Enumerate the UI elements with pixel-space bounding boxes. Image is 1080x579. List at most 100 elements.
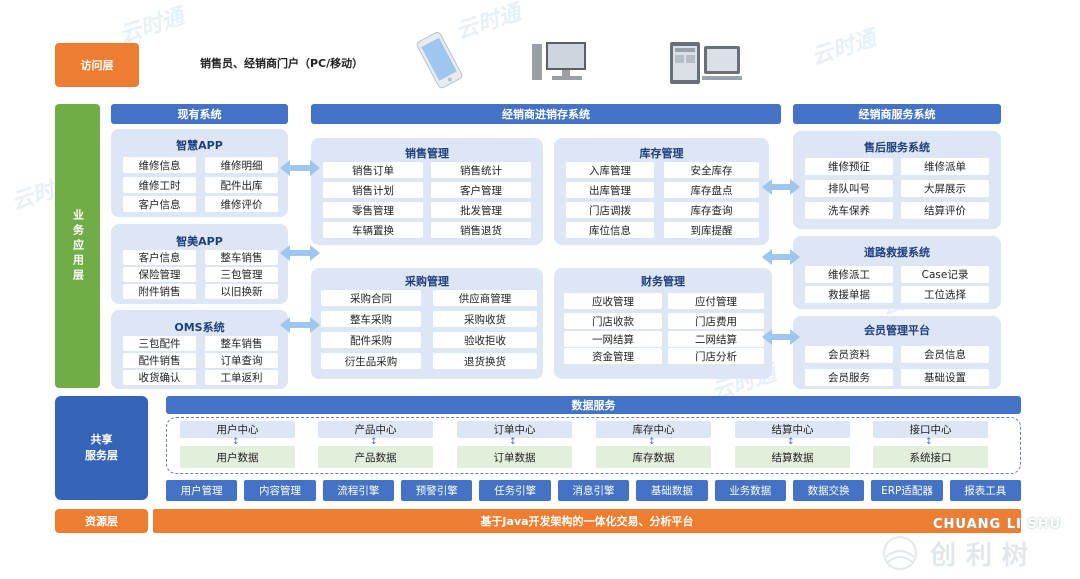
tool-cell: 任务引擎	[479, 480, 551, 501]
module-cell: 工位选择	[901, 286, 989, 303]
module-cell: 维修派单	[901, 158, 989, 175]
module-cell: 洗车保养	[805, 202, 893, 219]
module-cell: 会员信息	[901, 346, 989, 363]
center-top-cell: 订单中心	[457, 421, 572, 438]
module-cell: 维修信息	[123, 157, 196, 173]
module-cell: 门店调拨	[566, 202, 654, 218]
tablet-icon	[668, 38, 744, 88]
module-cell: 零售管理	[323, 202, 423, 218]
module-cell: 库存查询	[664, 202, 759, 218]
module-cell: 出库管理	[566, 182, 654, 198]
center-bottom-cell: 订单数据	[457, 446, 572, 468]
tool-cell: 数据交换	[792, 480, 865, 501]
module-cell: Case记录	[901, 266, 989, 283]
phone-icon	[405, 31, 475, 90]
tool-cell: 业务数据	[714, 480, 786, 501]
module-cell: 配件出库	[205, 177, 278, 193]
module-cell: 配件销售	[123, 353, 196, 368]
tool-cell: 预警引擎	[401, 480, 473, 501]
module-cell: 工单返利	[205, 370, 278, 385]
module-cell: 大屏展示	[901, 180, 989, 197]
access-layer-label: 访问层	[55, 43, 139, 87]
updown-arrow-icon: ↕	[925, 437, 933, 447]
biz-layer-label: 业务应用层	[55, 104, 100, 388]
module-cell: 收货确认	[123, 370, 196, 385]
platform-bar: 基于Java开发架构的一体化交易、分析平台	[153, 509, 1021, 533]
module-cell: 到库提醒	[664, 222, 759, 238]
panel-title: 库存管理	[639, 147, 684, 160]
watermark: 云时通	[116, 4, 188, 49]
module-cell: 门店收款	[564, 313, 662, 329]
module-cell: 客户信息	[123, 250, 196, 265]
updown-arrow-icon: ↕	[787, 437, 795, 447]
dms-header: 经销商进销存系统	[311, 104, 781, 124]
center-top-cell: 用户中心	[180, 421, 295, 438]
module-cell: 安全库存	[664, 162, 759, 178]
module-cell: 二网结算	[668, 331, 764, 347]
access-layer-desc: 销售员、经销商门户（PC/移动）	[200, 57, 364, 70]
center-bottom-cell: 结算数据	[735, 446, 850, 468]
module-cell: 衍生品采购	[321, 353, 421, 369]
finance-panel: 财务管理 应收管理 应付管理 门店收款 门店费用 一网结算 二网结算 资金管理 …	[554, 268, 772, 379]
module-cell: 排队叫号	[805, 180, 893, 197]
panel-title: 采购管理	[405, 275, 449, 288]
member-panel: 会员管理平台 会员资料 会员信息 会员服务 基础设置	[793, 316, 1001, 389]
module-cell: 会员服务	[805, 369, 893, 386]
module-cell: 批发管理	[431, 202, 531, 218]
module-cell: 以旧换新	[205, 284, 278, 299]
double-arrow-icon	[762, 179, 800, 195]
brand-cn: 创利树	[930, 541, 1039, 571]
module-cell: 验收拒收	[433, 332, 537, 348]
module-cell: 保险管理	[123, 267, 196, 282]
module-cell: 退货换货	[433, 353, 537, 369]
shared-label-line1: 共享	[90, 433, 113, 446]
panel-title: 智慧APP	[176, 139, 223, 152]
existing-systems-header: 现有系统	[111, 104, 288, 124]
updown-arrow-icon: ↕	[509, 437, 517, 447]
module-cell: 销售订单	[323, 162, 423, 178]
center-bottom-cell: 产品数据	[318, 446, 433, 468]
module-cell: 门店分析	[668, 348, 764, 364]
rescue-panel: 道路救援系统 维修派工 Case记录 救援单据 工位选择	[793, 236, 1001, 309]
module-cell: 门店费用	[668, 313, 764, 329]
module-cell: 采购收货	[433, 311, 537, 327]
oms-panel: OMS系统 三包配件 整车销售 配件销售 订单查询 收货确认 工单返利	[111, 310, 288, 389]
double-arrow-icon	[762, 249, 800, 265]
center-bottom-cell: 系统接口	[873, 446, 988, 468]
module-cell: 三包配件	[123, 336, 196, 351]
double-arrow-icon	[280, 160, 320, 176]
center-top-cell: 接口中心	[873, 421, 988, 438]
sales-panel: 销售管理 销售订单 销售统计 销售计划 客户管理 零售管理 批发管理 车辆置换 …	[311, 138, 543, 245]
module-cell: 配件采购	[321, 332, 421, 348]
module-cell: 供应商管理	[433, 290, 537, 306]
module-cell: 维修工时	[123, 177, 196, 193]
panel-title: 智美APP	[176, 235, 223, 248]
tool-cell: 内容管理	[244, 480, 316, 501]
resource-layer-label: 资源层	[55, 509, 148, 533]
module-cell: 销售退货	[431, 222, 531, 238]
module-cell: 会员资料	[805, 346, 893, 363]
watermark: 云时通	[808, 26, 880, 71]
updown-arrow-icon: ↕	[232, 437, 240, 447]
brand-logo-icon	[880, 535, 920, 571]
module-cell: 应付管理	[668, 293, 764, 309]
module-cell: 客户信息	[123, 196, 196, 212]
purchase-panel: 采购管理 采购合同 供应商管理 整车采购 采购收货 配件采购 验收拒收 衍生品采…	[311, 268, 543, 379]
center-top-cell: 库存中心	[596, 421, 711, 438]
double-arrow-icon	[280, 245, 320, 261]
updown-arrow-icon: ↕	[370, 437, 378, 447]
inventory-panel: 库存管理 入库管理 安全库存 出库管理 库存盘点 门店调拨 库存查询 库位信息 …	[554, 138, 769, 245]
module-cell: 资金管理	[564, 348, 662, 364]
after-sales-panel: 售后服务系统 维修预征 维修派单 排队叫号 大屏展示 洗车保养 结算评价	[793, 131, 1001, 229]
tool-cell: 消息引擎	[557, 480, 630, 501]
module-cell: 整车销售	[205, 250, 278, 265]
module-cell: 车辆置换	[323, 222, 423, 238]
module-cell: 入库管理	[566, 162, 654, 178]
module-cell: 订单查询	[205, 353, 278, 368]
module-cell: 基础设置	[901, 369, 989, 386]
center-bottom-cell: 用户数据	[180, 446, 295, 468]
double-arrow-icon	[280, 317, 320, 333]
panel-title: 道路救援系统	[864, 246, 930, 259]
tool-cell: 用户管理	[166, 480, 238, 501]
tool-cell: 基础数据	[636, 480, 708, 501]
